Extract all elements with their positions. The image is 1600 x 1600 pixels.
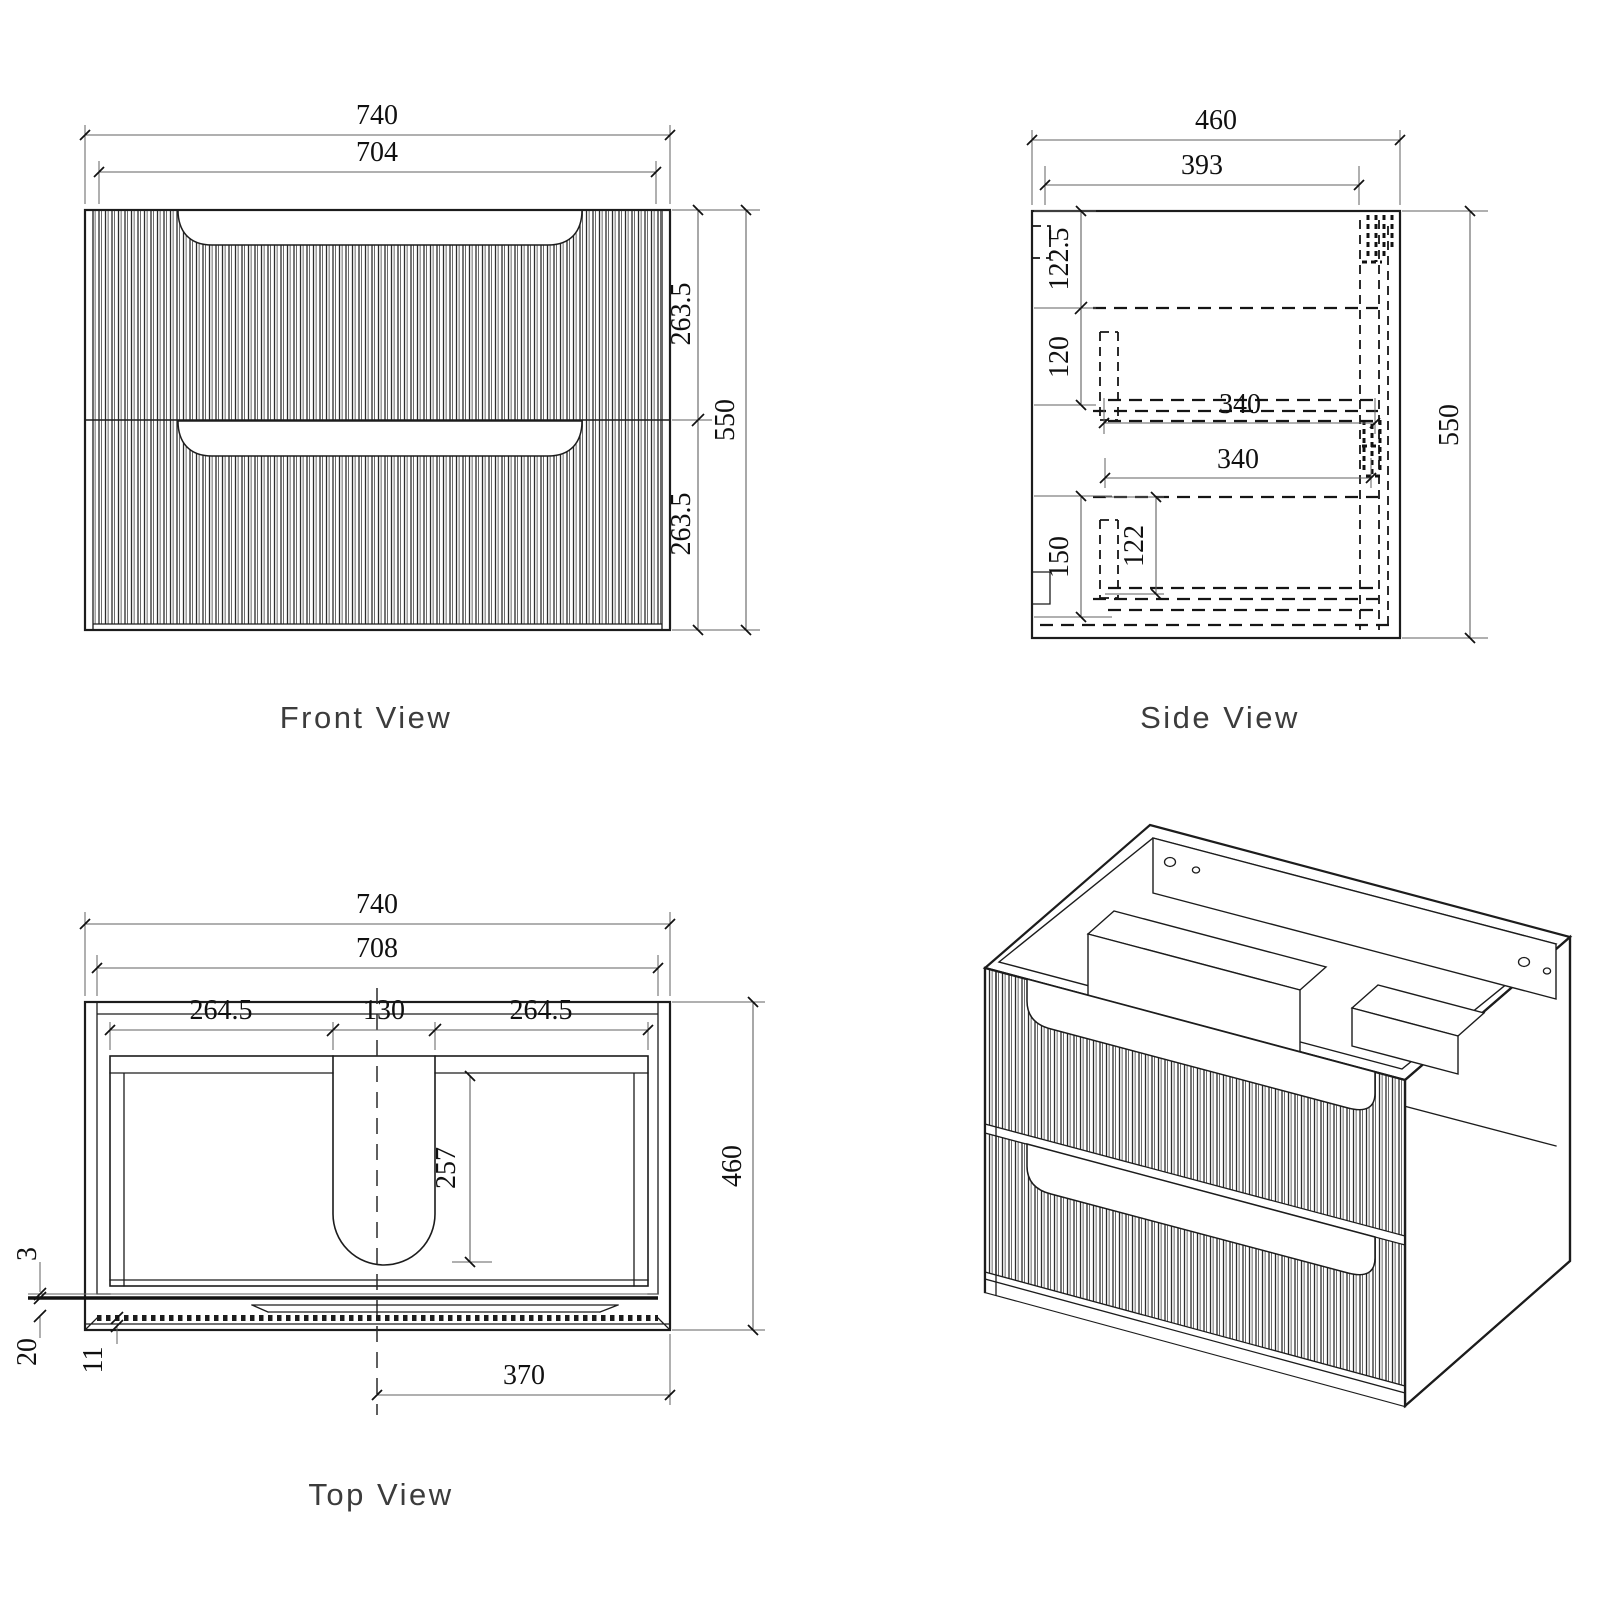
dim-top-left-to-cutout: 264.5	[190, 995, 253, 1026]
dim-side-bottom-drawer-internal: 122	[1119, 525, 1150, 567]
front-view-label: Front View	[280, 700, 453, 735]
iso-screw-hole-right-2	[1542, 967, 1552, 975]
dim-top-cutout-width: 130	[363, 995, 405, 1026]
dim-side-overall-depth: 460	[1195, 105, 1237, 136]
top-drawer-box-outline	[109, 1055, 649, 1287]
iso-screw-hole-left-1	[1163, 856, 1177, 868]
iso-back-mounting-rail	[1152, 837, 1557, 1000]
dim-top-front-inset: 11	[78, 1347, 109, 1374]
front-bottom-drawer-handle-recess	[177, 420, 583, 457]
top-handle-recess-edge	[251, 1304, 619, 1313]
side-top-left-bracket	[1032, 225, 1051, 259]
top-drawer-box-inner-lines	[109, 1072, 649, 1287]
front-view: 740 704 263.5 263.5 550 Front View	[79, 100, 760, 735]
isometric-view	[982, 823, 1573, 1409]
side-dim-top-chain-mid-tick	[1074, 301, 1088, 315]
side-cabinet-outline	[1030, 209, 1402, 640]
top-bottom-edge-lines	[84, 1317, 671, 1331]
front-extension-lines	[84, 125, 760, 631]
iso-top-drawer-handle-recess	[1026, 978, 1376, 1111]
top-basin-cutout	[332, 1055, 436, 1266]
dim-top-overall-depth: 460	[717, 1145, 748, 1187]
top-view: 740 708 264.5 130 264.5 257 460 370 3 20…	[12, 889, 765, 1512]
dim-side-top-drawer-internal: 120	[1044, 336, 1075, 378]
top-view-label: Top View	[308, 1477, 453, 1512]
side-bottom-left-bracket	[1031, 571, 1051, 605]
dim-top-cutout-depth: 257	[431, 1147, 462, 1189]
side-hidden-drawer-lines	[1040, 306, 1390, 627]
dim-top-overall-width: 740	[356, 889, 398, 920]
side-fluting-section-hatch	[1362, 215, 1394, 478]
dim-top-centre-to-right: 370	[503, 1360, 545, 1391]
dim-top-cutout-to-right: 264.5	[510, 995, 573, 1026]
top-dim-chain-mid-ticks	[326, 1023, 442, 1037]
iso-screw-hole-right-1	[1517, 956, 1531, 968]
iso-screw-hole-left-2	[1191, 866, 1201, 874]
dim-side-top-drawer-depth: 340	[1219, 389, 1261, 420]
dim-top-internal-width: 708	[356, 933, 398, 964]
dim-front-top-drawer-height: 263.5	[666, 283, 697, 346]
side-hidden-front-panel-lines	[1099, 220, 1389, 630]
dim-front-overall-width: 740	[356, 100, 398, 131]
iso-divider-2-front	[1351, 1007, 1459, 1075]
top-edge-dim-ticks	[33, 1287, 124, 1333]
iso-front-bottom-band-lines	[984, 1271, 1406, 1394]
dim-side-bottom-section: 150	[1044, 536, 1075, 578]
iso-drawer-divider-band	[985, 1124, 1405, 1245]
iso-front-bottom-band	[985, 1272, 1405, 1406]
dim-side-internal-depth: 393	[1181, 150, 1223, 181]
dim-side-overall-height: 550	[1434, 404, 1465, 446]
side-view-label: Side View	[1140, 700, 1300, 735]
iso-outline-edges	[983, 935, 1572, 1408]
dim-top-front-rail-depth: 20	[12, 1338, 43, 1366]
dim-front-recess-width: 704	[356, 137, 398, 168]
dim-side-top-section: 122.5	[1044, 228, 1075, 291]
dim-front-bottom-drawer-height: 263.5	[666, 493, 697, 556]
iso-bottom-drawer-handle-recess	[1026, 1143, 1376, 1276]
dim-top-front-edge-gap: 3	[12, 1247, 43, 1261]
dim-front-overall-height: 550	[710, 399, 741, 441]
front-top-drawer-handle-recess	[177, 209, 583, 246]
side-view: 460 393 122.5 120 340 340 150 122 550 Si…	[1026, 105, 1488, 735]
dim-side-bottom-drawer-depth: 340	[1217, 444, 1259, 475]
front-dim-chain-mid-tick	[691, 413, 705, 427]
